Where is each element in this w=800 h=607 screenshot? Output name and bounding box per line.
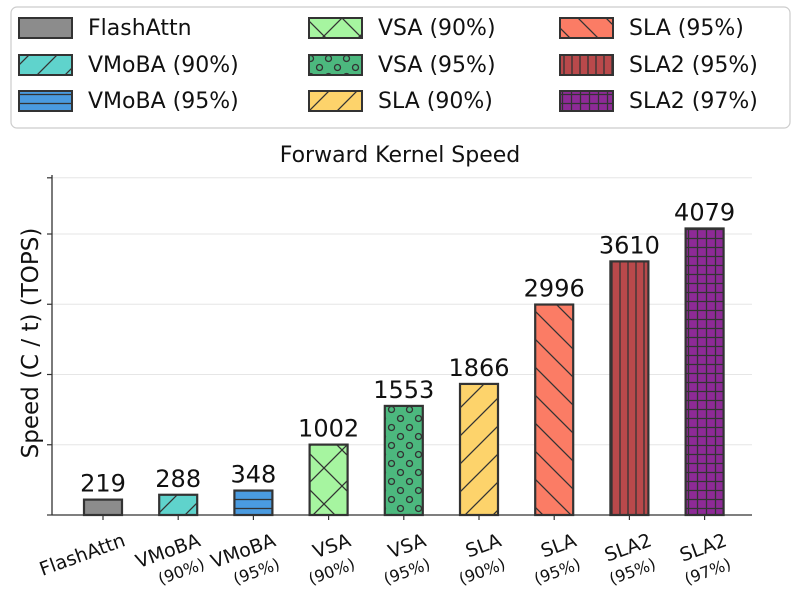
legend-item: VSA (95%) [308, 53, 496, 78]
chart-title: Forward Kernel Speed [280, 143, 521, 168]
legend-item: FlashAttn [18, 16, 192, 41]
x-tick-label: VMoBA(95%) [208, 529, 282, 588]
legend-swatch [18, 90, 73, 112]
legend-label: SLA2 (95%) [629, 53, 758, 78]
legend-label: SLA2 (97%) [629, 89, 758, 114]
x-tick-label: VMoBA(90%) [133, 529, 207, 588]
bar [233, 489, 274, 517]
bar [684, 227, 725, 517]
legend-swatch [559, 17, 614, 39]
bar [158, 493, 199, 517]
legend-label: VMoBA (95%) [88, 89, 239, 114]
x-tick-label-line2: (95%) [381, 554, 433, 588]
x-tick-label: SLA(90%) [456, 529, 508, 588]
legend-label: VMoBA (90%) [88, 53, 239, 78]
legend-label: FlashAttn [88, 16, 192, 41]
bar [609, 260, 650, 517]
legend-item: SLA2 (95%) [559, 53, 758, 78]
legend-item: VSA (90%) [308, 16, 496, 41]
x-tick-label: SLA2(95%) [602, 529, 659, 588]
bar-value-label: 219 [80, 470, 126, 498]
bar-value-label: 2996 [524, 275, 585, 303]
bar-value-label: 1553 [373, 376, 434, 404]
legend-swatch [308, 90, 363, 112]
plot-area: 219 288 348 1002 1553 1866 2996 3610 4079 FlashA… [37, 175, 752, 589]
legend-label: VSA (90%) [378, 16, 496, 41]
legend-item: SLA2 (97%) [559, 89, 758, 114]
legend-label: SLA (90%) [378, 89, 493, 114]
legend-label: SLA (95%) [629, 16, 744, 41]
legend-swatch [18, 54, 73, 76]
legend-swatch [559, 54, 614, 76]
legend-item: SLA (95%) [559, 16, 744, 41]
legend-label: VSA (95%) [378, 53, 496, 78]
x-tick-label: SLA(95%) [531, 529, 583, 588]
bar [308, 443, 349, 517]
legend-item: VMoBA (90%) [18, 53, 239, 78]
x-tick-label: VSA(95%) [381, 529, 433, 588]
x-tick-label: SLA2(97%) [677, 529, 734, 588]
x-tick-label-line2: (90%) [456, 554, 508, 588]
legend-item: SLA (90%) [308, 89, 493, 114]
x-tick-label: VSA(90%) [306, 529, 358, 588]
legend-swatch [308, 54, 363, 76]
bar [82, 498, 124, 517]
bar [458, 382, 500, 517]
bar-value-label: 348 [230, 461, 276, 489]
bar-value-label: 3610 [599, 231, 660, 259]
bar-value-label: 1866 [448, 354, 509, 382]
bar-value-label: 288 [155, 465, 201, 493]
y-axis-label: Speed (C / t) (TOPS) [18, 228, 44, 459]
legend-item: VMoBA (95%) [18, 89, 239, 114]
legend-swatch [18, 17, 73, 39]
x-tick-label-line1: FlashAttn [37, 529, 129, 580]
legend-swatch [308, 17, 363, 39]
x-tick-label: FlashAttn [37, 529, 129, 580]
bar [534, 303, 575, 517]
x-tick-label-line2: (95%) [531, 554, 583, 588]
legend-swatch [559, 90, 614, 112]
x-tick-label-line2: (90%) [306, 554, 358, 588]
bar-value-label: 1002 [298, 415, 359, 443]
bar [383, 404, 424, 517]
bar-value-label: 4079 [674, 198, 735, 226]
